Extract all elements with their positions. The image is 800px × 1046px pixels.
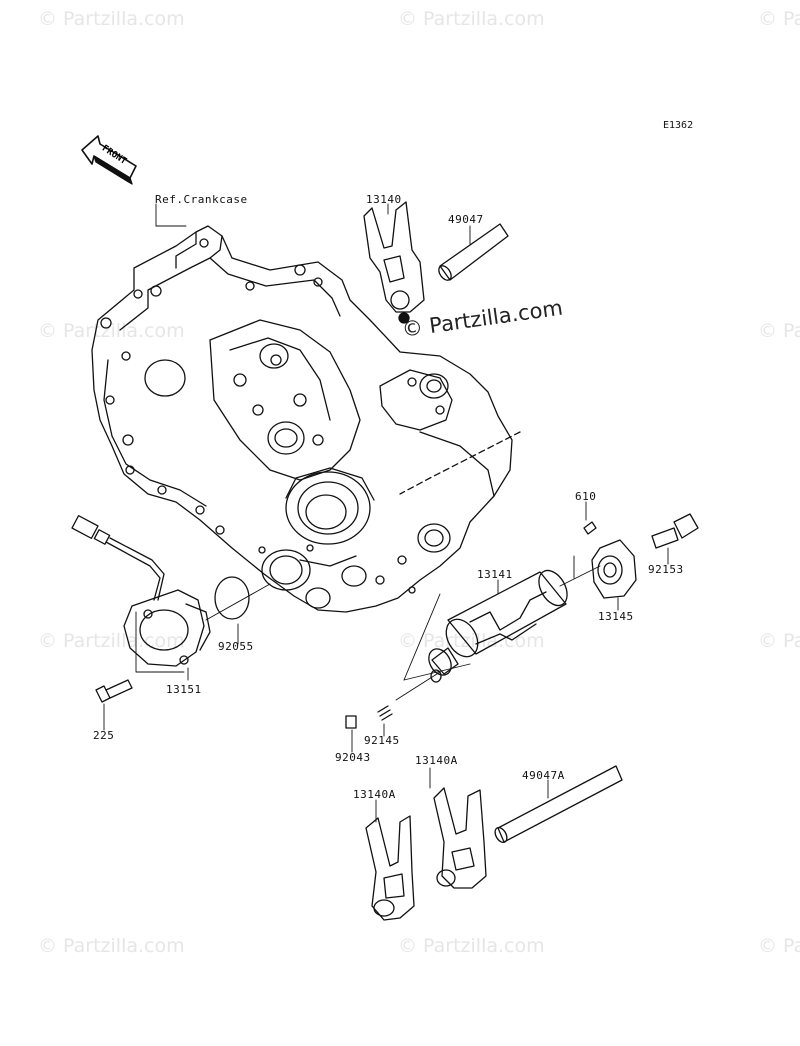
label-13140A-lower[interactable]: 13140A bbox=[353, 788, 396, 801]
label-610[interactable]: 610 bbox=[575, 490, 597, 503]
shift-rod-49047A-drawing bbox=[494, 765, 623, 844]
leader-lines bbox=[103, 203, 669, 823]
shift-rod-49047-drawing bbox=[438, 223, 509, 281]
label-225[interactable]: 225 bbox=[93, 729, 115, 742]
label-ref-crankcase[interactable]: Ref.Crankcase bbox=[155, 193, 248, 206]
front-arrow-icon bbox=[81, 135, 137, 185]
label-13140A-upper[interactable]: 13140A bbox=[415, 754, 458, 767]
shift-drum-13141-drawing bbox=[428, 569, 568, 683]
shift-fork-13140A-right-drawing bbox=[433, 787, 487, 889]
gear-sensor-13151-drawing bbox=[71, 515, 211, 667]
bolt-92153-drawing bbox=[651, 513, 699, 549]
label-92043[interactable]: 92043 bbox=[335, 751, 371, 764]
crankcase-drawing bbox=[91, 225, 513, 613]
pin-92043-drawing bbox=[345, 715, 357, 729]
label-92153[interactable]: 92153 bbox=[648, 563, 684, 576]
shift-fork-13140-drawing bbox=[363, 201, 425, 324]
o-ring-92055-drawing bbox=[214, 576, 250, 620]
shift-drum-cam-13145-drawing bbox=[591, 539, 637, 599]
spring-92145-drawing bbox=[377, 705, 393, 721]
diagram-code: E1362 bbox=[663, 120, 694, 131]
label-92145[interactable]: 92145 bbox=[364, 734, 400, 747]
label-49047A[interactable]: 49047A bbox=[522, 769, 565, 782]
label-13151[interactable]: 13151 bbox=[166, 683, 202, 696]
pin-610-drawing bbox=[583, 521, 597, 535]
label-92055[interactable]: 92055 bbox=[218, 640, 254, 653]
shift-fork-13140A-left-drawing bbox=[365, 815, 415, 921]
assembly-line bbox=[399, 431, 521, 495]
label-13145[interactable]: 13145 bbox=[598, 610, 634, 623]
bolt-225-drawing bbox=[95, 679, 133, 703]
label-13141[interactable]: 13141 bbox=[477, 568, 513, 581]
label-13140[interactable]: 13140 bbox=[366, 193, 402, 206]
label-49047[interactable]: 49047 bbox=[448, 213, 484, 226]
